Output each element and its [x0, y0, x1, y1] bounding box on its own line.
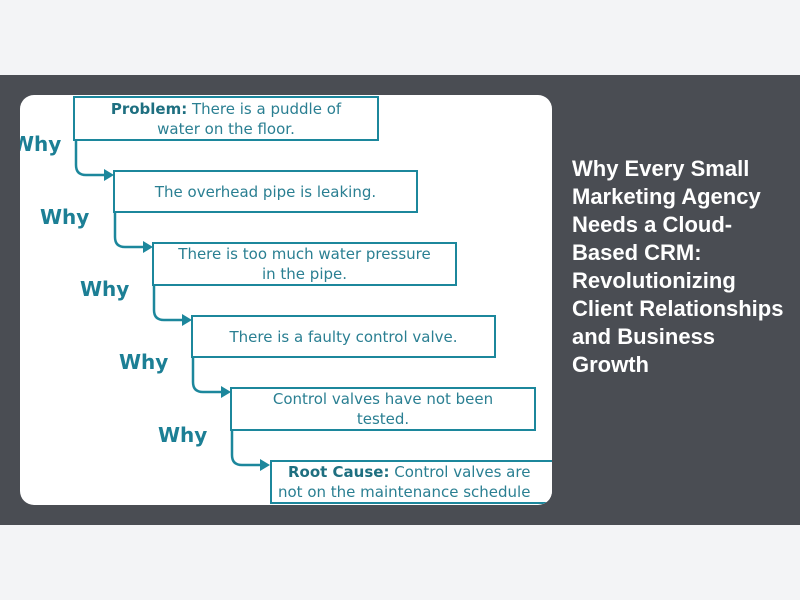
why-label: Why: [158, 423, 208, 447]
problem-text-line: There is a puddle of: [192, 99, 342, 118]
article-title[interactable]: Why Every Small Marketing Agency Needs a…: [572, 156, 784, 377]
five-whys-image: Problem: There is a puddle of water on t…: [20, 95, 552, 505]
why-step-1: The overhead pipe is leaking.: [113, 170, 418, 213]
why-label: Why: [119, 350, 169, 374]
why-step-4: Control valves have not been tested.: [230, 387, 536, 431]
root-text-line: not on the maintenance schedule: [278, 483, 531, 501]
problem-text-line: water on the floor.: [157, 119, 295, 138]
why-step-3: There is a faulty control valve.: [191, 315, 496, 358]
why-step-2: There is too much water pressure in the p…: [152, 242, 457, 286]
problem-box: Problem: There is a puddle of water on t…: [73, 96, 379, 141]
step-text: tested.: [356, 410, 410, 428]
step-text: There is too much water pressure: [178, 245, 431, 263]
root-cause-label: Root Cause:: [288, 463, 390, 481]
step-text: in the pipe.: [261, 265, 348, 283]
why-label: Why: [40, 205, 90, 229]
root-text-line: Control valves are: [394, 463, 531, 481]
why-label: Why: [80, 277, 130, 301]
why-label: Why: [20, 132, 62, 156]
step-text: There is a faulty control valve.: [229, 327, 458, 346]
root-cause-box: Root Cause: Control valves are not on th…: [270, 460, 552, 504]
problem-label: Problem:: [110, 99, 188, 118]
step-text: The overhead pipe is leaking.: [154, 182, 377, 201]
step-text: Control valves have not been: [272, 390, 494, 408]
connector-arrows: [74, 140, 270, 471]
